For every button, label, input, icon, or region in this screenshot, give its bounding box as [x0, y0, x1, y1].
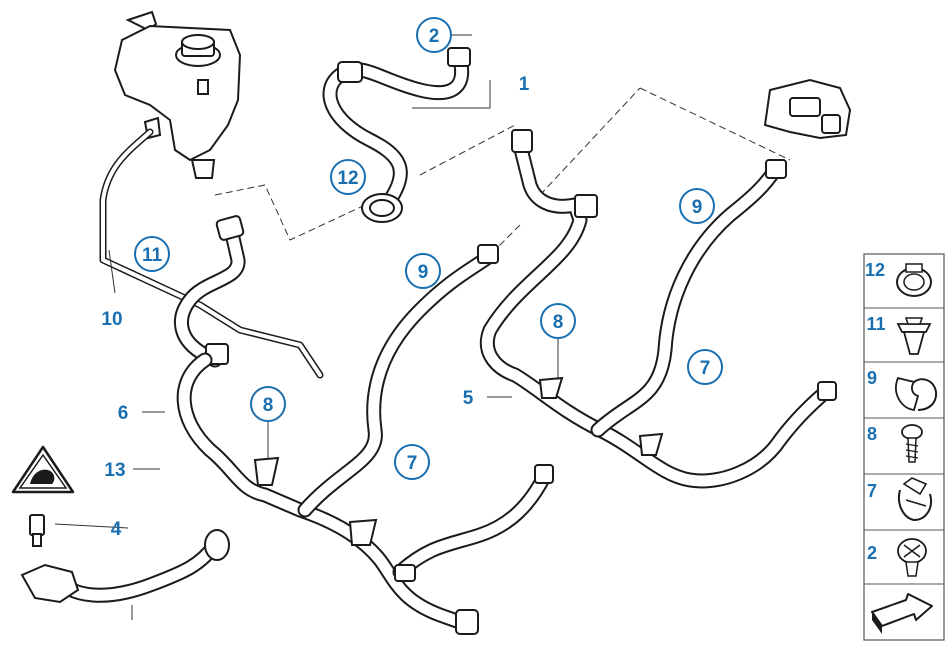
label-10: 10: [101, 309, 122, 330]
svg-text:7: 7: [407, 453, 418, 474]
svg-text:7: 7: [700, 358, 711, 379]
bleed-hose: [99, 128, 324, 379]
tank-feed-hose: [174, 215, 246, 368]
svg-text:2: 2: [429, 26, 440, 47]
svg-text:8: 8: [553, 312, 564, 333]
spring-clip-icon: [898, 477, 932, 522]
legend-item-9: 9: [867, 368, 938, 412]
svg-text:12: 12: [865, 260, 885, 280]
legend-item-12: 12: [865, 260, 932, 297]
svg-text:9: 9: [867, 368, 877, 388]
expanding-rivet-icon: [896, 317, 932, 355]
svg-text:9: 9: [418, 262, 429, 283]
svg-text:7: 7: [867, 481, 877, 501]
label-leaders: [54, 249, 559, 620]
callout-11: 11: [134, 236, 170, 272]
svg-text:2: 2: [867, 543, 877, 563]
hose-clamp-icon: [896, 263, 932, 297]
callout-9-right: 9: [679, 188, 715, 224]
svg-text:12: 12: [337, 168, 358, 189]
pump-fitting: [763, 78, 852, 140]
svg-text:9: 9: [692, 197, 703, 218]
callout-8-left: 8: [250, 386, 286, 422]
hose-clip-icon: [895, 376, 938, 412]
plug-icon: [897, 538, 927, 577]
callout-12: 12: [330, 159, 366, 195]
legend-item-11: 11: [866, 314, 932, 355]
label-4: 4: [111, 519, 122, 540]
callout-8-right: 8: [540, 303, 576, 339]
expansion-tank: [113, 10, 242, 179]
label-1: 1: [519, 74, 530, 95]
arrow-icon: [871, 593, 933, 634]
upper-hose: [322, 47, 471, 223]
parts-legend: 12 11 9 8: [863, 253, 945, 641]
right-main-hose: [479, 129, 837, 489]
callout-2-top: 2: [416, 17, 452, 53]
svg-text:8: 8: [867, 424, 877, 444]
legend-item-7: 7: [867, 477, 932, 522]
legend-item-8: 8: [867, 424, 923, 463]
svg-text:11: 11: [866, 314, 885, 334]
left-main-hose: [176, 244, 554, 635]
svg-text:8: 8: [263, 395, 274, 416]
callout-7-left: 7: [394, 444, 430, 480]
warning-triangle-icon: [11, 445, 75, 494]
svg-text:11: 11: [142, 245, 163, 266]
callout-7-right: 7: [687, 349, 723, 385]
screw-icon: [901, 424, 923, 463]
legend-item-2: 2: [867, 538, 927, 577]
label-13: 13: [104, 460, 125, 481]
label-5: 5: [463, 388, 474, 409]
lower-left-hose: [20, 514, 230, 604]
label-6: 6: [118, 403, 129, 424]
callout-9-left: 9: [405, 253, 441, 289]
